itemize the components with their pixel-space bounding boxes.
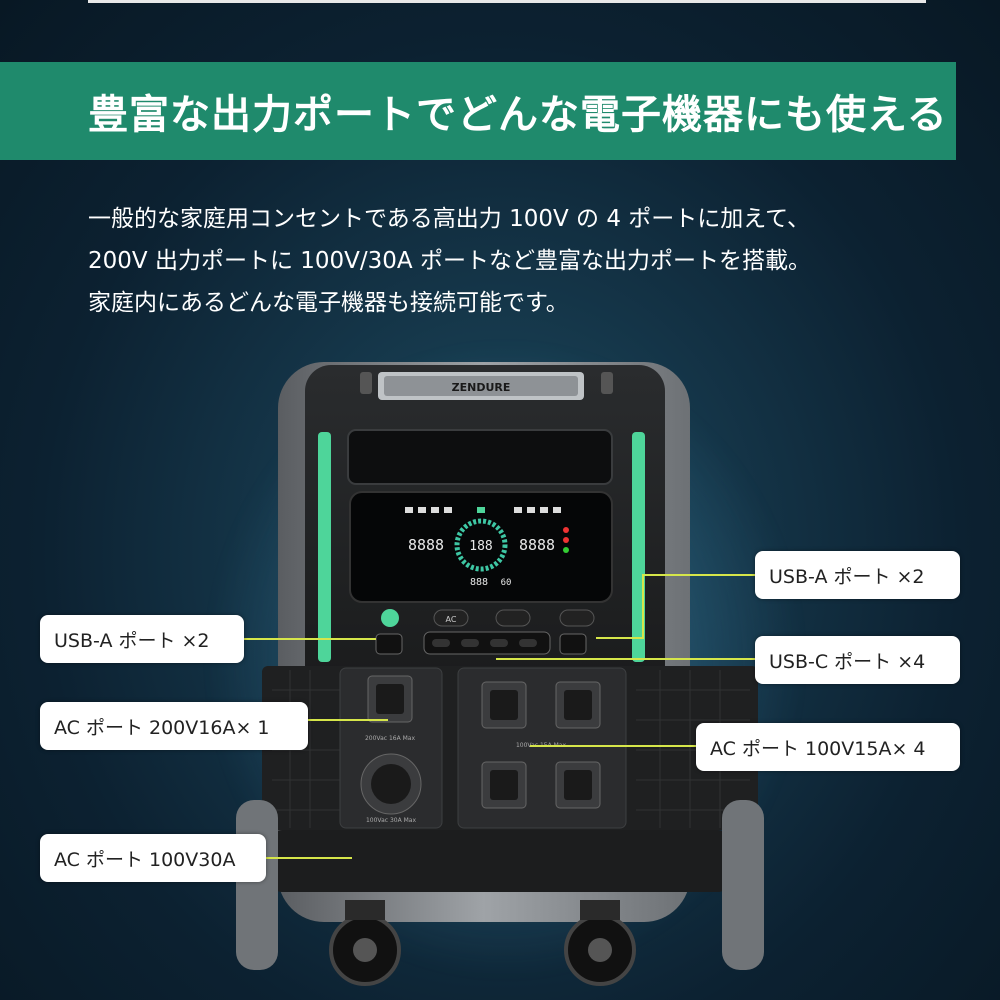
connector-ac-100v-15a bbox=[530, 745, 696, 747]
description-line: 200V 出力ポートに 100V/30A ポートなど豊富な出力ポートを搭載。 bbox=[88, 248, 811, 274]
display-left-value: 8888 bbox=[408, 536, 444, 554]
display-bottom-left-value: 888 bbox=[470, 577, 488, 588]
label-ac-100v-15a: AC ポート 100V15A× 4 bbox=[696, 723, 960, 771]
display-bottom-right-value: 60 bbox=[501, 578, 512, 588]
light-strip-left bbox=[318, 432, 331, 662]
display-right-value: 8888 bbox=[519, 536, 555, 554]
connector-usb-a-left bbox=[244, 638, 376, 640]
label-ac-200v: AC ポート 200V16A× 1 bbox=[40, 702, 308, 750]
label-usb-c: USB-C ポート ×4 bbox=[755, 636, 960, 684]
description-line: 家庭内にあるどんな電子機器も接続可能です。 bbox=[88, 290, 569, 316]
usb-c-port-group bbox=[423, 631, 551, 655]
display-ring bbox=[454, 518, 508, 572]
label-usb-a-right: USB-A ポート ×2 bbox=[755, 551, 960, 599]
connector-ac-100v-30a bbox=[266, 857, 352, 859]
connector-usb-a-right bbox=[642, 574, 756, 576]
display-center-value: 188 bbox=[469, 539, 492, 554]
banner: 豊富な出力ポートでどんな電子機器にも使える bbox=[0, 62, 956, 160]
banner-title: 豊富な出力ポートでどんな電子機器にも使える bbox=[88, 92, 948, 138]
description-line: 一般的な家庭用コンセントである高出力 100V の 4 ポートに加えて、 bbox=[88, 206, 810, 232]
light-strip-right bbox=[632, 432, 645, 662]
brand-logo: ZENDURE bbox=[452, 381, 511, 394]
power-button bbox=[381, 609, 399, 627]
usb-a-port-left bbox=[375, 633, 403, 655]
port-label-200v: 200Vac 16A Max bbox=[365, 735, 415, 742]
label-usb-a-left: USB-A ポート ×2 bbox=[40, 615, 244, 663]
port-label-30a: 100Vac 30A Max bbox=[366, 817, 416, 824]
connector-usb-c bbox=[496, 658, 756, 660]
usb-a-port-right bbox=[559, 633, 587, 655]
ac-button-label: AC bbox=[446, 615, 457, 624]
label-ac-100v-30a: AC ポート 100V30A bbox=[40, 834, 266, 882]
connector-usb-a-right-vertical bbox=[642, 574, 644, 638]
connector-ac-200v bbox=[308, 719, 388, 721]
description: 一般的な家庭用コンセントである高出力 100V の 4 ポートに加えて、 200… bbox=[88, 198, 948, 324]
lcd-display bbox=[349, 491, 613, 603]
connector-usb-a-right-bottom bbox=[596, 637, 644, 639]
top-divider bbox=[88, 0, 926, 3]
